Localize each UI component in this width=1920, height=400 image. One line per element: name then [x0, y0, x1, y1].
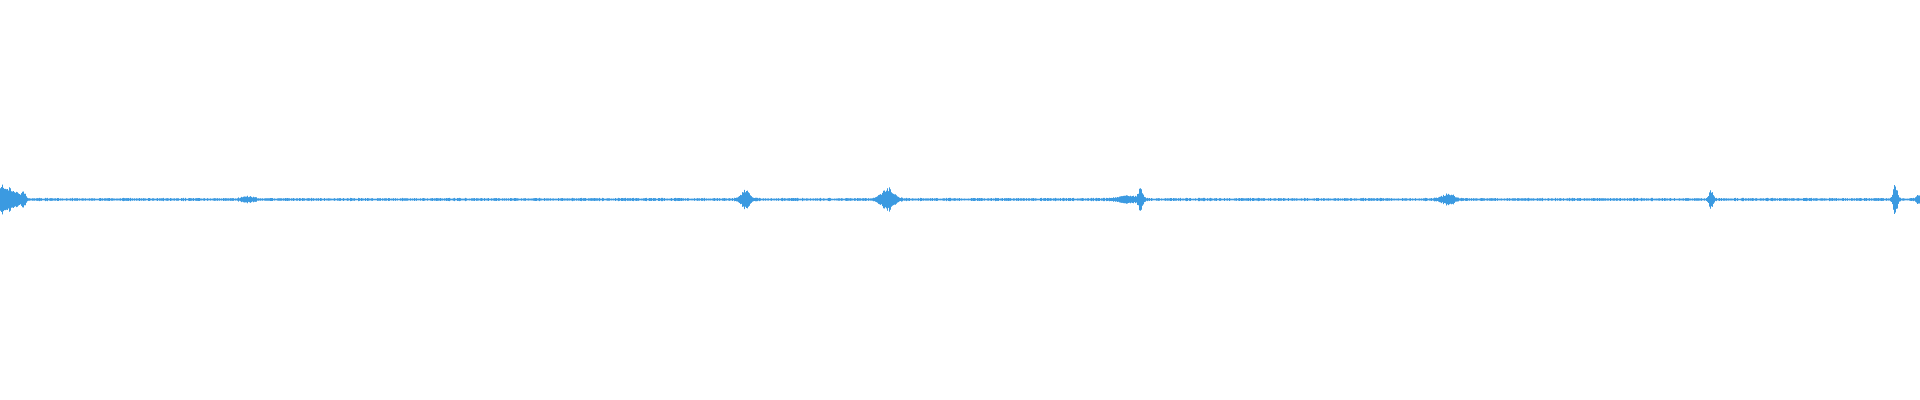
waveform-samples [0, 184, 1920, 215]
waveform-path [0, 184, 1920, 215]
